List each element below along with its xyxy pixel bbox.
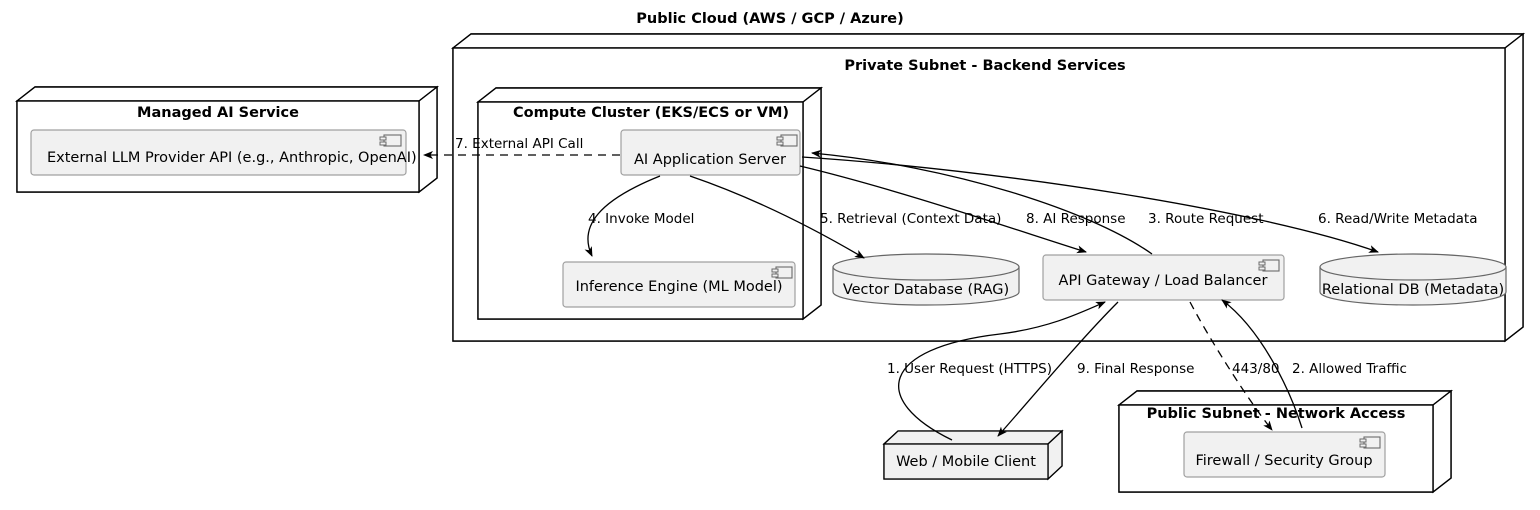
component-label-ai-application-server: AI Application Server [634,152,786,168]
database-vector-database[interactable] [832,253,1020,306]
component-external-llm-provider-api[interactable] [30,129,407,176]
edge-6-read-write-metadata [801,156,1379,253]
edge-label-2: 2. Allowed Traffic [1292,361,1407,377]
component-label-api-gateway: API Gateway / Load Balancer [1059,273,1268,289]
edge-label-6: 6. Read/Write Metadata [1318,211,1478,227]
node-title-public-subnet: Public Subnet - Network Access [1147,406,1406,422]
component-icon [1258,259,1280,272]
edge-3-route-request [811,149,1153,255]
database-label-vector-database: Vector Database (RAG) [843,282,1009,298]
edge-443-80 [1189,301,1273,431]
edge-2-allowed-traffic [1221,299,1303,429]
component-label-firewall: Firewall / Security Group [1195,453,1372,469]
edge-1-user-request [898,301,1106,441]
component-inference-engine[interactable] [562,261,796,308]
component-label-inference-engine: Inference Engine (ML Model) [575,279,782,295]
component-firewall[interactable] [1183,431,1386,478]
component-icon [776,134,798,147]
component-icon [1359,436,1381,449]
edge-label-5: 5. Retrieval (Context Data) [820,211,1001,227]
edge-label-7: 7. External API Call [455,136,583,152]
component-api-gateway[interactable] [1042,254,1285,301]
diagram-title: Public Cloud (AWS / GCP / Azure) [636,11,903,27]
edge-4-invoke-model [584,175,661,257]
edge-5-retrieval [689,175,865,259]
edge-label-4: 4. Invoke Model [588,211,694,227]
node-web-mobile-client[interactable] [882,429,1064,481]
database-label-relational-db: Relational DB (Metadata) [1322,282,1504,298]
component-ai-application-server[interactable] [620,129,801,176]
edge-label-443-80: 443/80 [1232,361,1280,377]
edge-label-9: 9. Final Response [1077,361,1194,377]
component-label-external-llm: External LLM Provider API (e.g., Anthrop… [47,150,417,166]
node-title-managed-ai-service: Managed AI Service [137,105,299,121]
node-title-private-subnet: Private Subnet - Backend Services [844,58,1125,74]
edge-9-final-response [997,301,1119,437]
component-icon [771,266,793,279]
database-relational-db[interactable] [1319,253,1507,306]
edge-label-8: 8. AI Response [1026,211,1126,227]
edge-8-ai-response [799,165,1087,254]
node-label-web-mobile-client: Web / Mobile Client [896,454,1036,470]
component-icon [379,134,402,147]
edge-label-3: 3. Route Request [1148,211,1264,227]
node-title-compute-cluster: Compute Cluster (EKS/ECS or VM) [513,105,789,121]
edge-label-1: 1. User Request (HTTPS) [887,361,1052,377]
